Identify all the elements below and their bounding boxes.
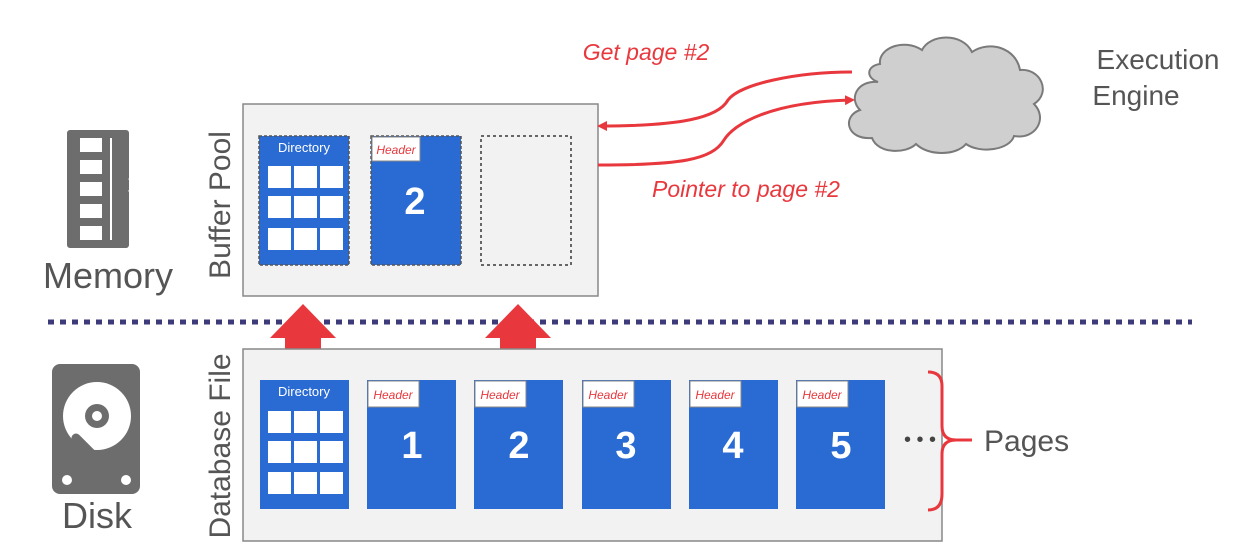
directory-grid <box>268 166 343 250</box>
buffer-pool-empty-frame <box>480 135 572 266</box>
disk-label: Disk <box>62 495 133 536</box>
hard-disk-icon <box>52 364 140 494</box>
pages-label: Pages <box>984 425 1069 458</box>
page-number: 2 <box>508 425 529 467</box>
execution-engine-label-line1: Execution <box>1097 44 1220 75</box>
database-page-5: Header 5 <box>796 380 885 509</box>
pointer-label: Pointer to page #2 <box>652 176 840 202</box>
get-page-label: Get page #2 <box>583 39 710 65</box>
page-number: 3 <box>615 425 636 467</box>
directory-label: Directory <box>278 140 331 155</box>
page-number: 2 <box>404 181 425 223</box>
buffer-pool-directory-page: Directory <box>258 135 350 266</box>
page-number: 1 <box>401 425 422 467</box>
directory-label: Directory <box>278 384 331 399</box>
buffer-pool-page-2: Header 2 <box>370 135 462 266</box>
database-page-1: Header 1 <box>367 380 456 509</box>
memory-label: Memory <box>43 255 173 296</box>
page-header-label: Header <box>695 388 735 402</box>
page-header-label: Header <box>480 388 520 402</box>
memory-chip-icon <box>67 130 137 248</box>
directory-grid <box>268 411 343 494</box>
page-header-label: Header <box>376 143 416 157</box>
database-file-label: Database File <box>204 353 237 538</box>
buffer-pool-label: Buffer Pool <box>204 131 237 279</box>
page-header-label: Header <box>373 388 413 402</box>
database-page-2: Header 2 <box>474 380 563 509</box>
execution-engine-label-line2: Engine <box>1092 80 1179 111</box>
execution-engine-cloud-icon <box>848 36 1044 154</box>
page-number: 4 <box>722 425 743 467</box>
pointer-arrow <box>597 95 855 167</box>
page-header-label: Header <box>802 388 842 402</box>
page-header-label: Header <box>588 388 628 402</box>
get-page-arrow <box>597 70 853 131</box>
page-number: 5 <box>830 425 851 467</box>
more-pages-ellipsis: • • • <box>904 429 936 451</box>
database-page-4: Header 4 <box>689 380 778 509</box>
database-page-3: Header 3 <box>582 380 671 509</box>
database-directory-page: Directory <box>260 380 349 509</box>
